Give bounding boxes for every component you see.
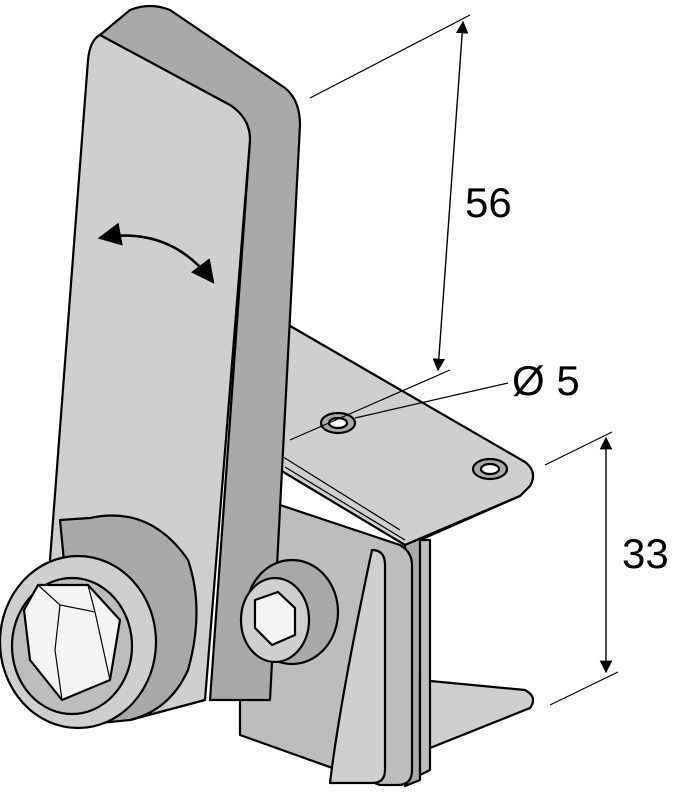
height-dimension-label: 56 <box>465 179 512 226</box>
hole-diameter-label: Ø 5 <box>512 357 580 404</box>
dimension-lines <box>289 14 619 706</box>
curved-double-arrow-icon <box>97 222 215 284</box>
hex-socket-icon <box>0 514 198 730</box>
set-screw <box>239 558 340 666</box>
bracket-top-plate <box>278 321 535 547</box>
bracket-inner-wall <box>418 538 432 777</box>
hole-leader-line <box>354 382 509 419</box>
bracket-bottom-flange <box>418 678 535 754</box>
depth-dimension-label: 33 <box>622 530 669 577</box>
height-dimension-arrow <box>432 20 469 372</box>
clamp-block-face <box>328 548 387 785</box>
